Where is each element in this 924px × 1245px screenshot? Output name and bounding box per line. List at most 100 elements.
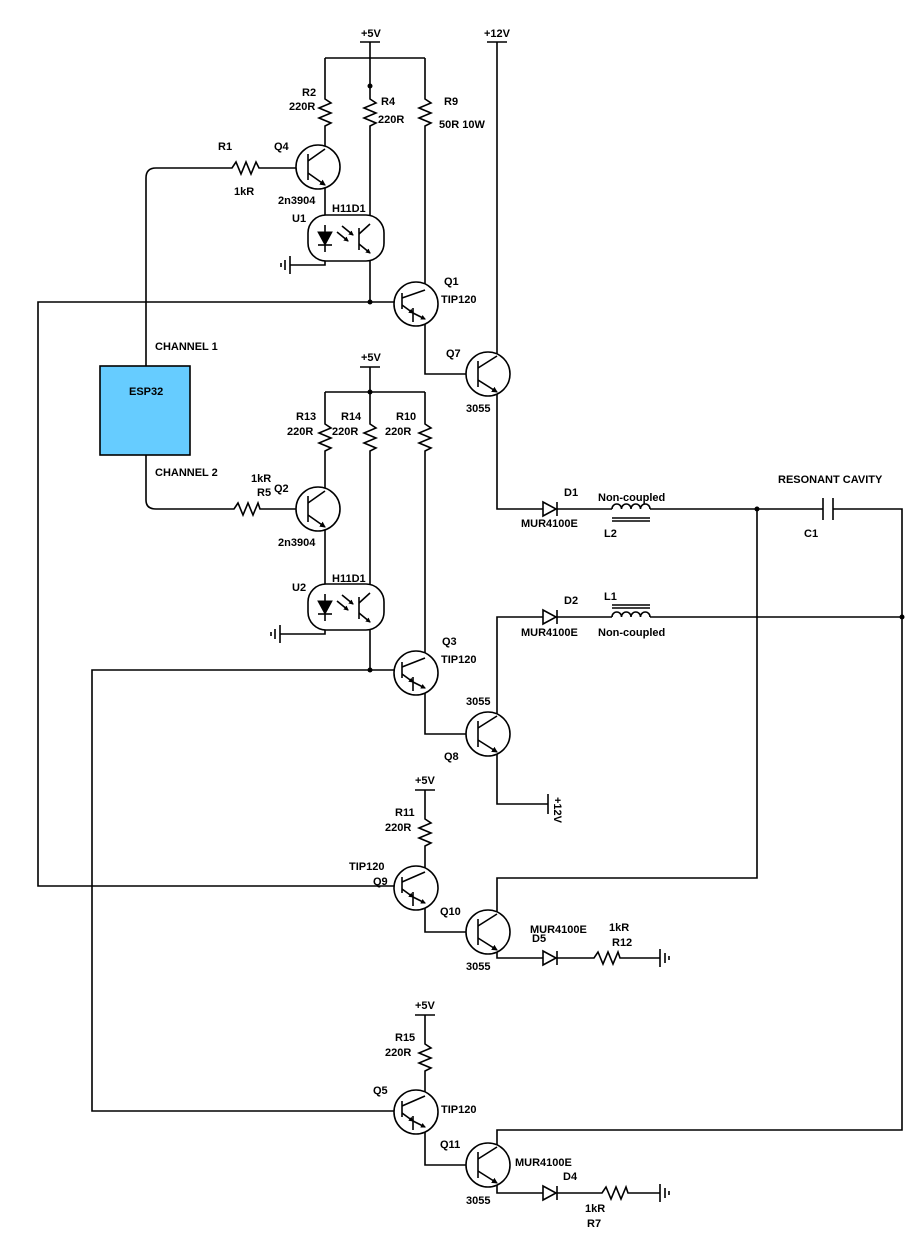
transistor-q2 — [295, 486, 341, 532]
junction-dot — [367, 83, 373, 89]
label-r9-ref: R9 — [444, 96, 458, 108]
inductor-l2 — [611, 503, 651, 522]
label-q8-ref: Q8 — [444, 751, 459, 763]
channel-2-label: CHANNEL 2 — [155, 467, 218, 479]
transistor-q1 — [393, 281, 439, 327]
label-d5-ref: D5 — [532, 933, 546, 945]
diodes — [542, 500, 558, 1202]
label-q8-part: 3055 — [466, 696, 490, 708]
label-u2-ref: U2 — [292, 582, 306, 594]
diode-d4 — [542, 1184, 558, 1202]
label-u2-part: H11D1 — [332, 573, 366, 585]
supply-label-12v: +12V — [484, 28, 511, 40]
label-q5-part: TIP120 — [441, 1104, 476, 1116]
label-r9-value: 50R 10W — [439, 119, 485, 131]
wires — [37, 42, 903, 1194]
label-d2-ref: D2 — [564, 595, 578, 607]
label-q4-ref: Q4 — [274, 141, 290, 153]
supply-label-5v: +5V — [415, 1000, 436, 1012]
diode-d5 — [542, 949, 558, 967]
transistor-q4 — [295, 144, 341, 190]
junction-dot — [367, 667, 373, 673]
label-r12-value: 1kR — [609, 922, 629, 934]
label-r2-value: 220R — [289, 101, 315, 113]
ground-icon — [270, 625, 281, 643]
label-r7-ref: R7 — [587, 1218, 601, 1230]
transistor-q11 — [465, 1142, 511, 1188]
ground-icon — [659, 949, 670, 967]
junctions — [367, 83, 905, 673]
resistor-r4 — [361, 95, 379, 130]
label-q2-ref: Q2 — [274, 483, 289, 495]
resistor-r10 — [416, 420, 434, 455]
supply-label-12v: +12V — [551, 797, 563, 824]
label-r14-value: 220R — [332, 426, 358, 438]
resistor-r11 — [416, 815, 434, 850]
label-q2-part: 2n3904 — [278, 537, 316, 549]
supply-label-5v: +5V — [361, 352, 382, 364]
junction-dot — [754, 506, 760, 512]
label-q4-part: 2n3904 — [278, 195, 316, 207]
label-d1-part: MUR4100E — [521, 518, 578, 530]
label-r15-value: 220R — [385, 1047, 411, 1059]
transistor-q5 — [393, 1089, 439, 1135]
label-q11-part: 3055 — [466, 1195, 490, 1207]
label-r13-value: 220R — [287, 426, 313, 438]
label-r2-ref: R2 — [302, 87, 316, 99]
ground-icon — [280, 256, 291, 274]
optocoupler-u2 — [307, 583, 385, 631]
supply-label-5v: +5V — [415, 775, 436, 787]
transistor-q9 — [393, 865, 439, 911]
resistor-r9 — [416, 95, 434, 130]
label-q9-ref: Q9 — [373, 876, 388, 888]
label-d5-part: MUR4100E — [530, 924, 587, 936]
diode-d1 — [542, 500, 558, 518]
label-d1-ref: D1 — [564, 487, 578, 499]
label-q1-ref: Q1 — [444, 276, 459, 288]
label-d4-ref: D4 — [563, 1171, 578, 1183]
label-l2-ref: L2 — [604, 528, 617, 540]
label-q10-part: 3055 — [466, 961, 490, 973]
diode-d2 — [542, 608, 558, 626]
label-q11-ref: Q11 — [440, 1139, 460, 1151]
power-symbols: +5V +12V +5V +5V +5V +12V — [360, 28, 563, 1016]
optocoupler-u1 — [307, 214, 385, 262]
label-q1-part: TIP120 — [441, 294, 476, 306]
label-q5-ref: Q5 — [373, 1085, 388, 1097]
label-r12-ref: R12 — [612, 937, 632, 949]
capacitor-c1 — [822, 498, 834, 520]
junction-dot — [367, 389, 373, 395]
label-q3-part: TIP120 — [441, 654, 476, 666]
ground-symbols — [270, 256, 670, 1202]
resistor-r2 — [316, 95, 334, 130]
label-r1-ref: R1 — [218, 141, 232, 153]
inductor-l1 — [611, 604, 651, 618]
label-d2-part: MUR4100E — [521, 627, 578, 639]
label-l2-note: Non-coupled — [598, 492, 665, 504]
label-r10-value: 220R — [385, 426, 411, 438]
label-r10-ref: R10 — [396, 411, 416, 423]
label-q7-ref: Q7 — [446, 348, 461, 360]
label-c1-ref: C1 — [804, 528, 818, 540]
label-u1-ref: U1 — [292, 213, 306, 225]
label-q9-part: TIP120 — [349, 861, 384, 873]
label-r11-ref: R11 — [395, 807, 415, 819]
resistor-r12 — [590, 949, 622, 967]
transistor-q3 — [393, 650, 439, 696]
cavity-label: RESONANT CAVITY — [778, 474, 883, 486]
resistor-r7 — [598, 1184, 630, 1202]
label-r14-ref: R14 — [341, 411, 362, 423]
resistor-r13 — [316, 420, 334, 455]
label-q10-ref: Q10 — [440, 906, 461, 918]
label-r4-ref: R4 — [381, 96, 396, 108]
esp32-label: ESP32 — [129, 386, 163, 398]
channel-1-label: CHANNEL 1 — [155, 341, 218, 353]
label-r1-value: 1kR — [234, 186, 254, 198]
transistor-q7 — [465, 351, 511, 397]
label-q7-part: 3055 — [466, 403, 490, 415]
label-q3-ref: Q3 — [442, 636, 457, 648]
resistor-r15 — [416, 1040, 434, 1075]
label-r11-value: 220R — [385, 822, 411, 834]
label-r5-ref: R5 — [257, 487, 271, 499]
